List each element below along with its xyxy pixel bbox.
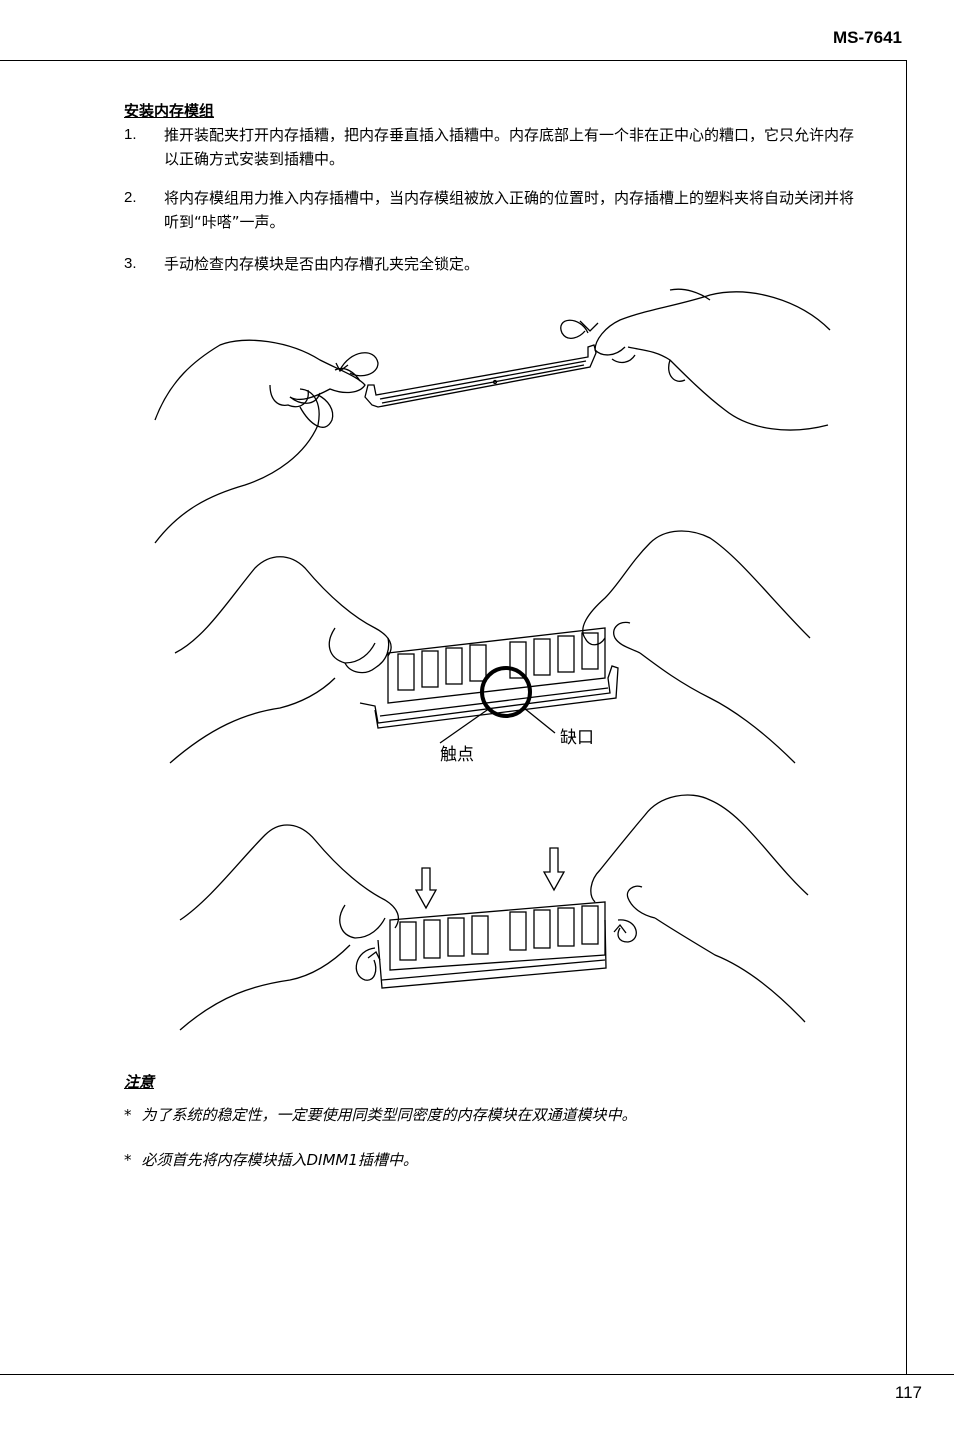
right-hand-illustration: [582, 530, 811, 764]
note-text: 为了系统的稳定性，一定要使用同类型同密度的内存模块在双通道模块中。: [141, 1106, 637, 1124]
note-bullet: *: [124, 1151, 132, 1169]
header-rule: [0, 60, 906, 61]
dimm-slot-open: [364, 344, 597, 408]
figure-insert-module: [150, 790, 840, 1035]
dimm-slot: [377, 919, 607, 989]
rotate-arrow-right: [560, 319, 599, 339]
note-item: * 为了系统的稳定性，一定要使用同类型同密度的内存模块在双通道模块中。: [124, 1104, 637, 1125]
note-item: * 必须首先将内存模块插入DIMM1插槽中。: [124, 1149, 418, 1170]
left-hand-illustration: [169, 556, 392, 764]
dimm-module-seated: [389, 901, 606, 971]
memory-chips: [397, 632, 599, 691]
footer-rule: [0, 1374, 954, 1375]
right-hand-illustration: [590, 794, 809, 1023]
memory-chips: [399, 905, 599, 961]
contacts-leader-line: [439, 707, 491, 744]
step-3: 3. 手动检查内存模块是否由内存槽孔夹完全锁定。: [124, 252, 864, 278]
step-number: 2.: [124, 189, 137, 206]
step-1: 1. 推开装配夹打开内存插糟，把内存垂直插入插糟中。内存底部上有一个非在正中心的…: [124, 123, 864, 173]
rotate-arrow-left: [335, 352, 379, 377]
label-contacts: 触点: [440, 745, 474, 765]
step-number: 3.: [124, 255, 137, 272]
step-number: 1.: [124, 126, 137, 143]
clip-close-arrow-right: [613, 919, 637, 943]
down-arrow-right: [542, 847, 566, 892]
model-number: MS-7641: [833, 28, 902, 47]
clip-close-arrow-left: [355, 947, 381, 981]
notch-highlight-circle: [480, 666, 532, 718]
note-text: 必须首先将内存模块插入DIMM1插槽中。: [141, 1151, 418, 1169]
dimm-module: [387, 627, 606, 704]
right-hand-illustration: [594, 288, 831, 431]
step-text: 手动检查内存模块是否由内存槽孔夹完全锁定。: [164, 255, 480, 273]
side-rule: [906, 60, 907, 1374]
step-2: 2. 将内存模组用力推入内存插槽中，当内存模组被放入正确的位置时，内存插槽上的塑…: [124, 186, 864, 236]
left-hand-illustration: [154, 339, 366, 544]
figure-align-notch: 触点 缺口: [150, 528, 840, 773]
section-title: 安装内存模组: [124, 102, 215, 120]
step-text: 将内存模组用力推入内存插槽中，当内存模组被放入正确的位置时，内存插槽上的塑料夹将…: [164, 189, 855, 231]
label-notch: 缺口: [560, 728, 594, 748]
left-hand-illustration: [179, 824, 399, 1031]
figure-open-clips: [150, 285, 840, 545]
down-arrow-left: [414, 867, 438, 910]
note-bullet: *: [124, 1106, 132, 1124]
notes-title: 注意: [124, 1073, 155, 1091]
step-text: 推开装配夹打开内存插糟，把内存垂直插入插糟中。内存底部上有一个非在正中心的糟口，…: [164, 126, 855, 168]
page-number: 117: [894, 1383, 922, 1402]
notch-leader-line: [523, 707, 556, 734]
